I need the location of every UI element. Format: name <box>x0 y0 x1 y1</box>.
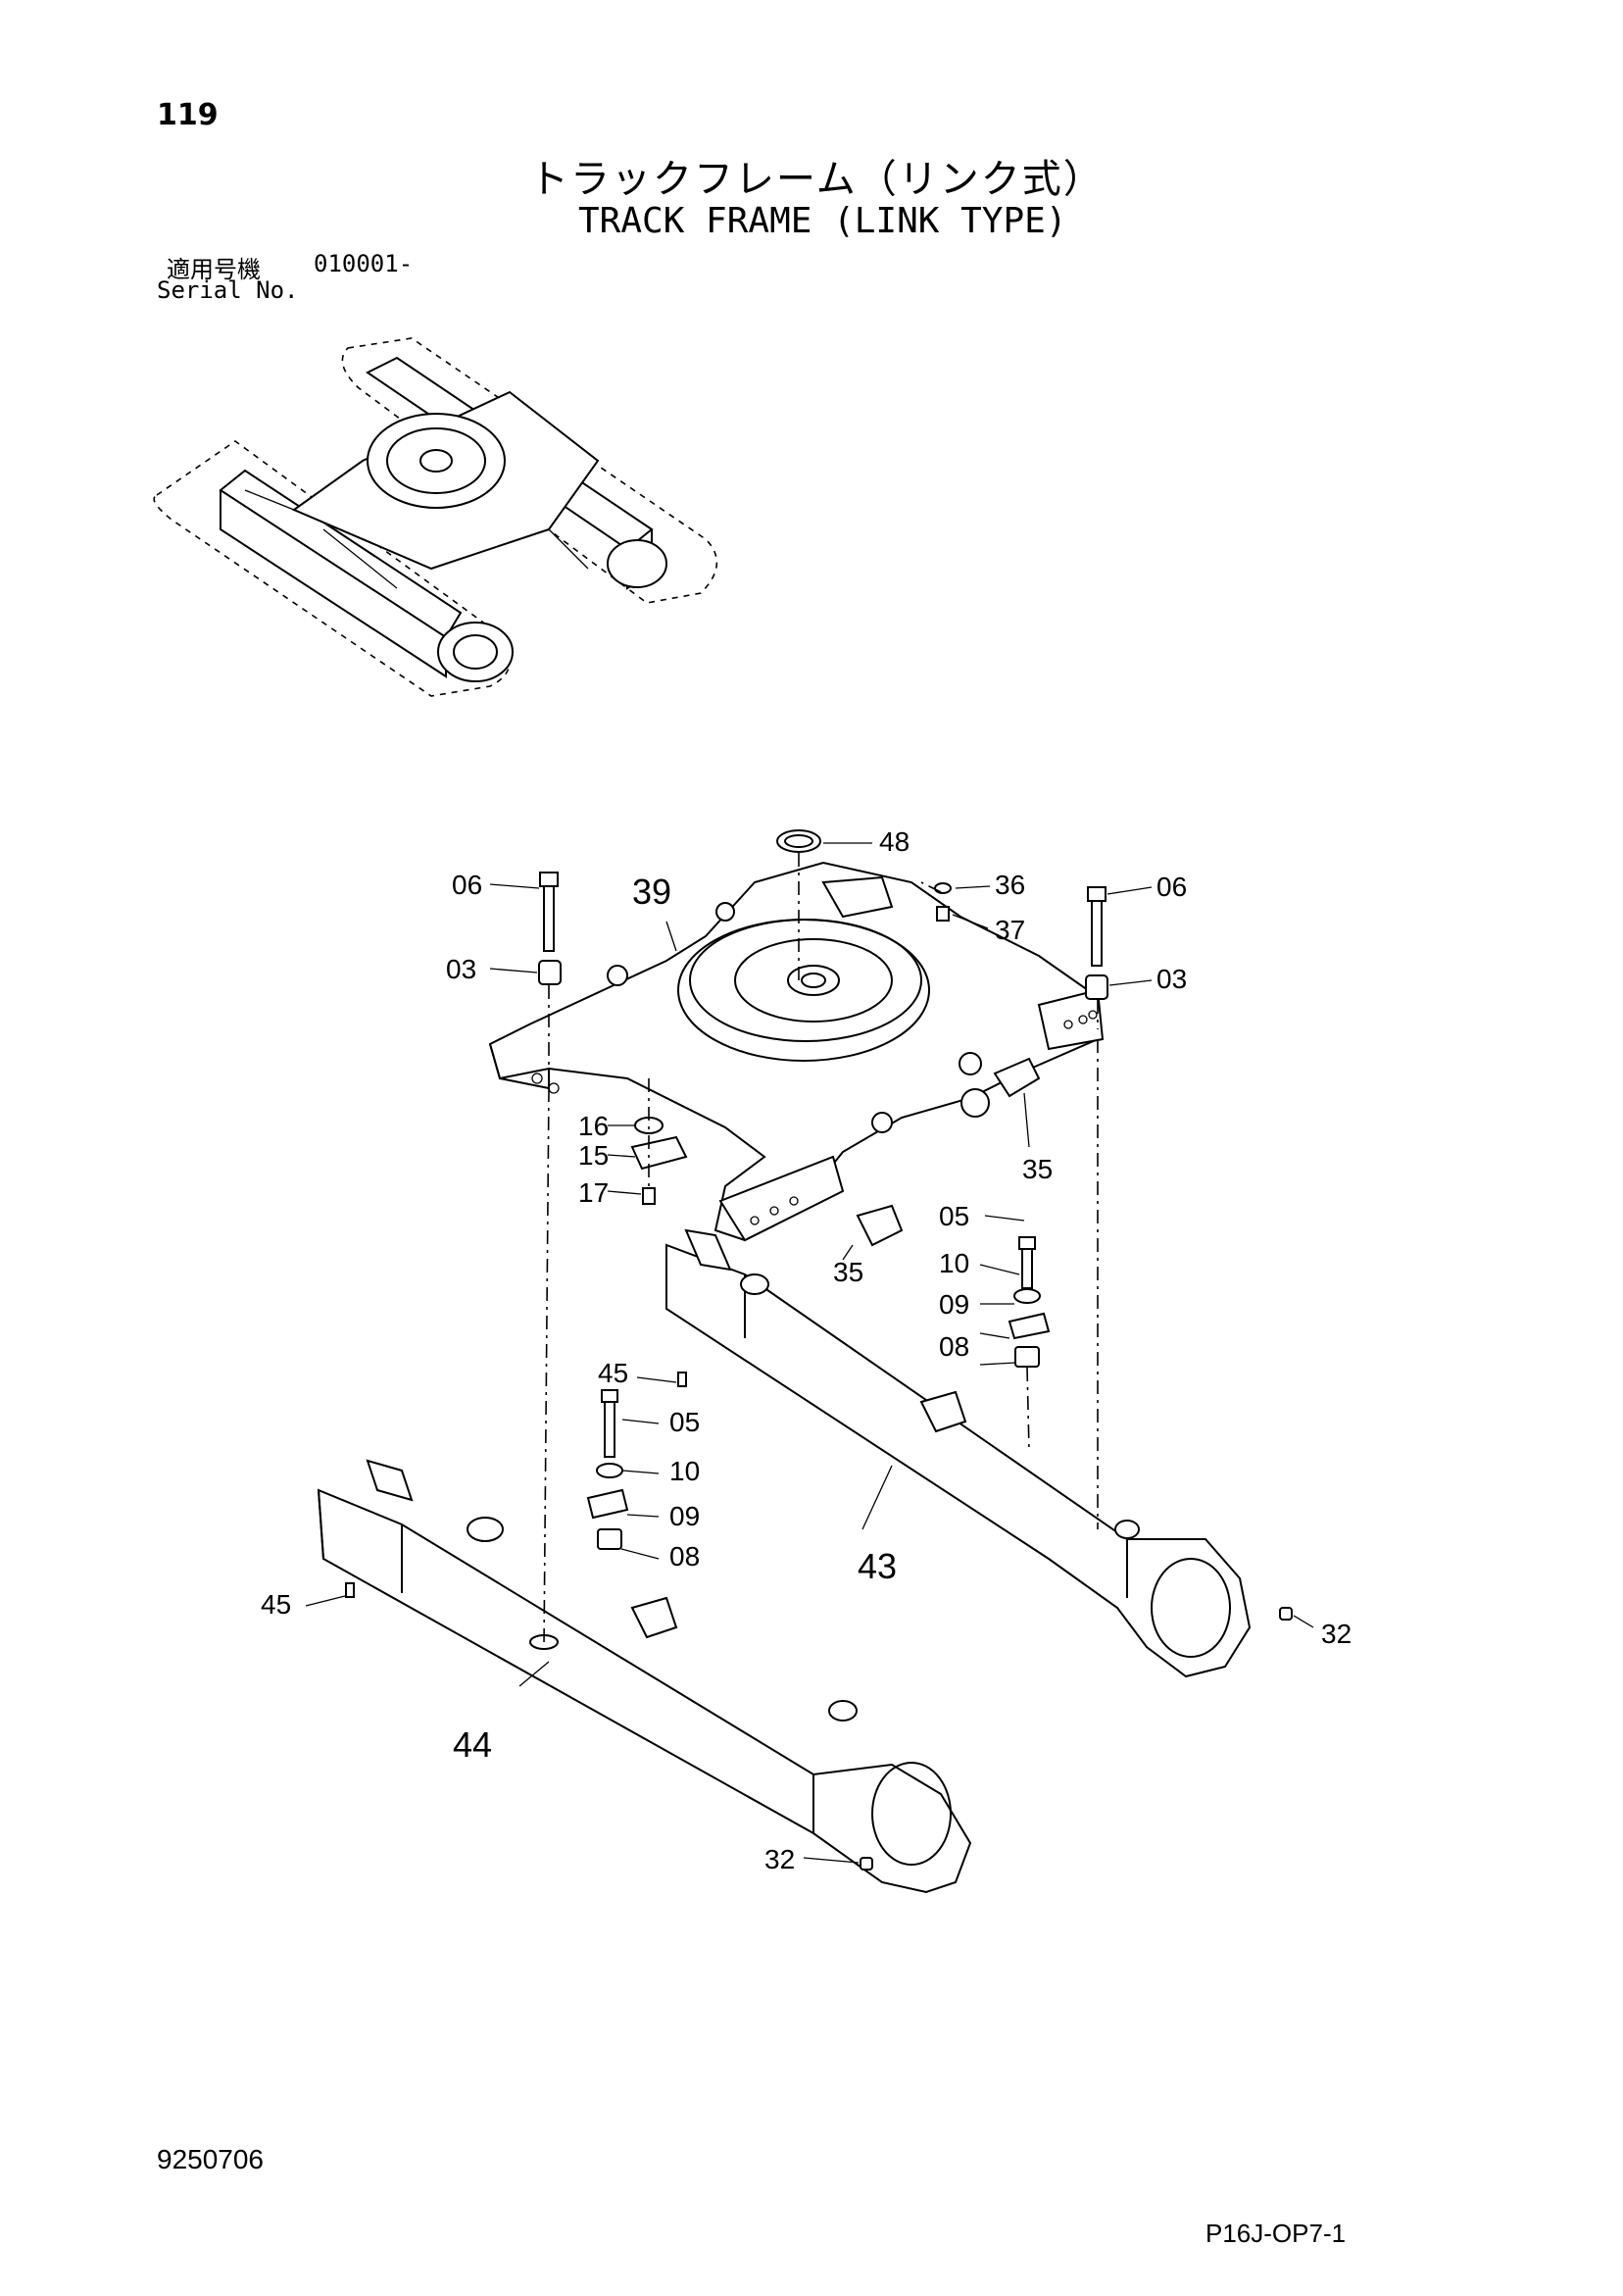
callout-08-right: 08 <box>939 1331 969 1362</box>
callout-32-right: 32 <box>1321 1619 1352 1649</box>
side-frame-43 <box>665 1228 1252 1678</box>
callout-37: 37 <box>995 915 1025 945</box>
side-frame-44 <box>317 1459 972 1894</box>
callout-15: 15 <box>578 1140 609 1171</box>
page-title-japanese: トラックフレーム（リンク式） <box>529 157 1105 202</box>
callout-03-left: 03 <box>446 954 476 984</box>
leader-lines <box>305 842 1314 1864</box>
callout-06-right: 06 <box>1156 872 1187 902</box>
callout-44: 44 <box>453 1724 492 1765</box>
figure-code: P16J-OP7-1 <box>1205 2219 1347 2248</box>
callout-45-lower: 45 <box>261 1589 291 1620</box>
callout-10-left: 10 <box>669 1456 700 1486</box>
page-number: 119 <box>157 98 219 132</box>
callout-36: 36 <box>995 870 1025 900</box>
callout-39: 39 <box>632 872 671 912</box>
serial-number-value: 010001- <box>314 250 414 277</box>
callout-10-right: 10 <box>939 1248 969 1278</box>
callout-09-left: 09 <box>669 1501 700 1531</box>
callout-45-upper: 45 <box>598 1358 628 1388</box>
overview-drawing <box>153 337 718 697</box>
serial-label-english: Serial No. <box>157 276 299 304</box>
callout-05-left: 05 <box>669 1407 700 1437</box>
hardware-parts <box>345 829 1293 1871</box>
callout-17: 17 <box>578 1177 609 1208</box>
callout-48: 48 <box>879 826 910 857</box>
callout-35-right: 35 <box>1022 1154 1053 1184</box>
callout-06-left: 06 <box>452 870 482 900</box>
assembly-center-lines <box>543 853 1099 1648</box>
callout-16: 16 <box>578 1111 609 1141</box>
page-title-english: TRACK FRAME (LINK TYPE) <box>578 201 1067 241</box>
callout-03-right: 03 <box>1156 964 1187 994</box>
center-frame-39 <box>488 861 1105 1242</box>
serial-label-japanese: 適用号機 <box>167 256 261 283</box>
callout-32-left: 32 <box>764 1844 795 1874</box>
callout-35-left: 35 <box>833 1257 863 1287</box>
document-code: 9250706 <box>157 2144 265 2174</box>
callout-09-right: 09 <box>939 1289 969 1320</box>
callout-43: 43 <box>858 1546 897 1586</box>
callout-08-left: 08 <box>669 1541 700 1572</box>
callout-labels: 48 06 39 36 06 37 03 03 16 15 17 35 05 3… <box>261 826 1352 1874</box>
callout-05-right: 05 <box>939 1201 969 1231</box>
